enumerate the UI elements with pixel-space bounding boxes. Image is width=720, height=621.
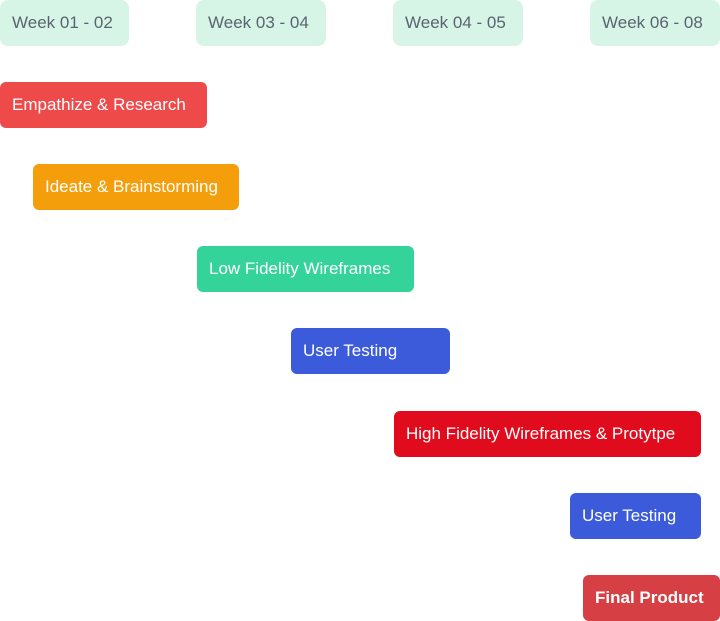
task-bar-final-product: Final Product bbox=[583, 575, 720, 621]
task-bar-ideate-brainstorming: Ideate & Brainstorming bbox=[33, 164, 239, 210]
task-bar-low-fidelity-wireframes: Low Fidelity Wireframes bbox=[197, 246, 414, 292]
week-label-03-04: Week 03 - 04 bbox=[196, 0, 326, 46]
task-bar-empathize-research: Empathize & Research bbox=[0, 82, 207, 128]
task-bar-user-testing-2: User Testing bbox=[570, 493, 701, 539]
week-label-06-08: Week 06 - 08 bbox=[590, 0, 720, 46]
week-label-04-05: Week 04 - 05 bbox=[393, 0, 523, 46]
week-label-01-02: Week 01 - 02 bbox=[0, 0, 129, 46]
task-bar-high-fidelity-prototype: High Fidelity Wireframes & Protytpe bbox=[394, 411, 701, 457]
task-bar-user-testing-1: User Testing bbox=[291, 328, 450, 374]
